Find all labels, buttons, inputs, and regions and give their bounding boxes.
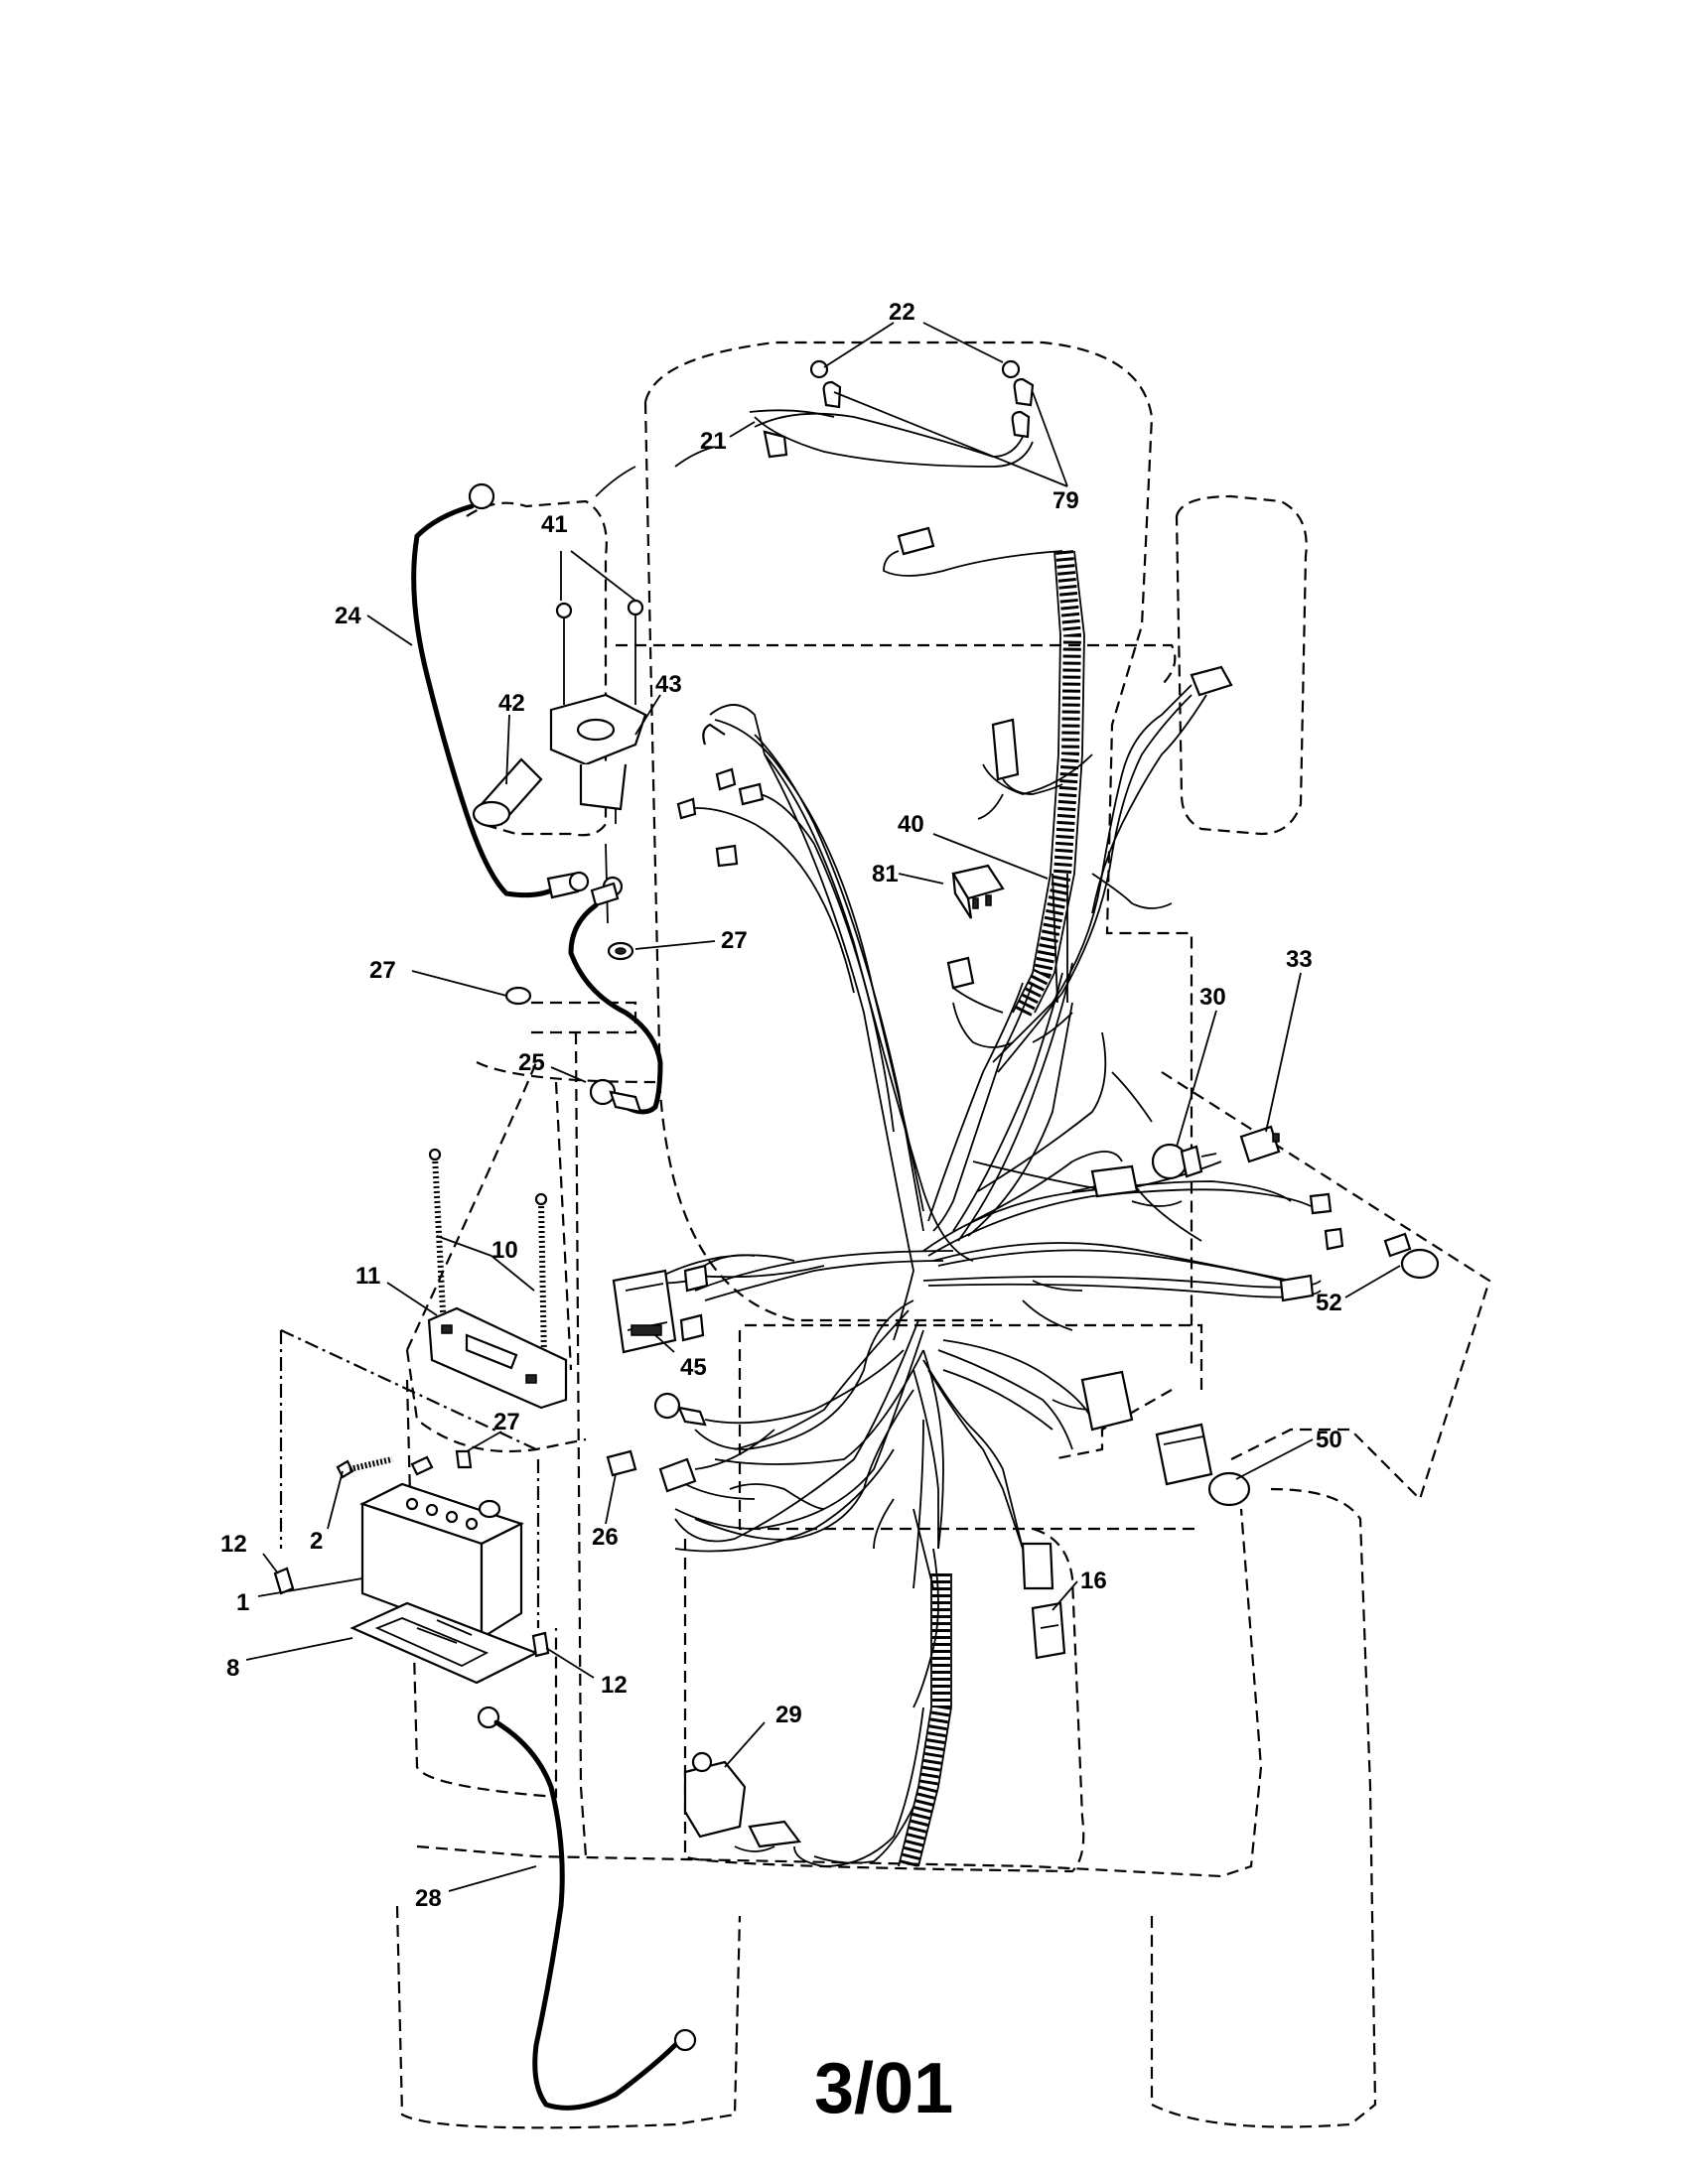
harness-connectors [676, 526, 1344, 1590]
conduit-coil-lower [898, 1573, 952, 1869]
battery-cable-28 [477, 1706, 697, 2111]
callout-41: 41 [541, 511, 568, 538]
callout-12-right: 12 [601, 1672, 628, 1699]
ring-terminal [653, 1349, 905, 1427]
callout-24: 24 [335, 603, 361, 629]
callout-33: 33 [1286, 946, 1313, 973]
callout-50: 50 [1316, 1427, 1342, 1453]
leader-lines [245, 322, 1401, 1892]
callout-52: 52 [1316, 1290, 1342, 1316]
battery-cable-24 [411, 482, 590, 899]
callout-42: 42 [498, 690, 525, 717]
callout-16: 16 [1080, 1568, 1107, 1594]
nut-27-left [504, 986, 532, 1006]
callout-10: 10 [491, 1237, 518, 1264]
battery-phantom-lines [279, 1329, 540, 1628]
callout-12-left: 12 [220, 1531, 247, 1558]
cable-25 [568, 876, 663, 1115]
clip-12-left [273, 1567, 295, 1595]
callout-29: 29 [775, 1702, 802, 1728]
switch-16 [1031, 1601, 1066, 1660]
battery-1 [359, 1482, 524, 1640]
clip-12-right [531, 1631, 550, 1658]
callout-27-battery: 27 [493, 1409, 520, 1435]
callout-43: 43 [655, 671, 682, 698]
solenoid-43 [549, 599, 647, 924]
callout-30: 30 [1199, 984, 1226, 1011]
callout-1: 1 [236, 1589, 249, 1616]
callout-labels: 22 21 79 41 24 42 43 40 81 27 27 25 33 3… [220, 299, 1342, 1912]
callout-26: 26 [592, 1524, 619, 1551]
headlight-harness [749, 359, 1035, 468]
callout-25: 25 [518, 1049, 545, 1076]
switch-29 [683, 1751, 802, 1848]
switch-50 [1155, 1423, 1251, 1507]
callout-27-right: 27 [721, 927, 748, 954]
callout-79: 79 [1052, 487, 1079, 514]
callout-40: 40 [898, 811, 924, 838]
switch-33 [1239, 1125, 1281, 1163]
lamp-52 [1383, 1232, 1440, 1280]
module-45 [612, 1269, 677, 1354]
callout-2: 2 [310, 1528, 323, 1555]
callout-8: 8 [226, 1655, 239, 1682]
main-wire-harness [595, 446, 1322, 1867]
hold-down-bracket-11 [427, 1306, 568, 1410]
terminal-bolt-2 [336, 1449, 473, 1479]
callout-11: 11 [355, 1263, 380, 1290]
callout-22: 22 [889, 299, 915, 326]
revision-date: 3/01 [814, 2049, 953, 2128]
hold-down-rods-10 [428, 1148, 548, 1361]
callout-27-left: 27 [369, 957, 396, 984]
terminal-cap-42 [472, 757, 543, 828]
relay-81 [951, 864, 1005, 919]
ignition-switch-30 [1151, 1143, 1217, 1180]
callout-45: 45 [680, 1354, 707, 1381]
callout-81: 81 [872, 861, 899, 887]
conduit-coil-upper [1012, 550, 1085, 1018]
callout-28: 28 [415, 1885, 442, 1912]
callout-21: 21 [700, 428, 727, 455]
nut-27-right [607, 941, 634, 961]
connector-26 [606, 1449, 756, 1500]
